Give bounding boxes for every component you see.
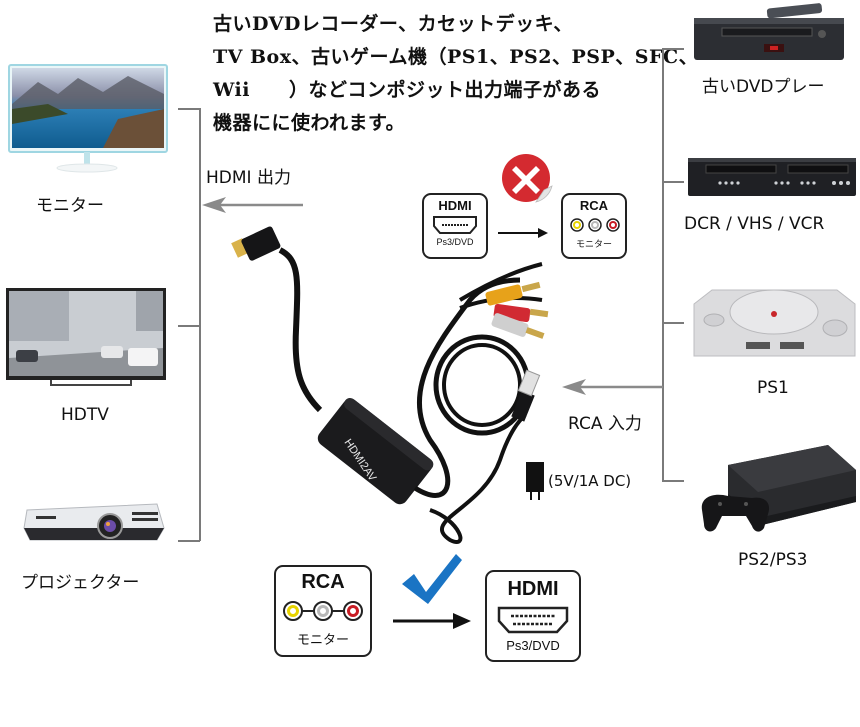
input-connector-line xyxy=(662,480,684,482)
hdmi-port-icon xyxy=(433,216,477,234)
rca-jacks-icon xyxy=(570,218,620,232)
ps3-console-icon xyxy=(701,445,856,532)
rca-box-title: RCA xyxy=(579,198,609,213)
hdtv-icon xyxy=(6,288,166,386)
hdmi-box-subtitle: Ps3/DVD xyxy=(436,237,474,247)
rca-box-title: RCA xyxy=(301,571,345,593)
description-line: Wii ）などコンポジット出力端子がある xyxy=(213,79,601,101)
output-connector-line xyxy=(178,325,200,327)
projector-icon xyxy=(23,503,165,541)
output-connector-line xyxy=(178,108,200,110)
right-arrow-icon xyxy=(498,228,548,238)
rca-box-subtitle: モニター xyxy=(575,240,612,250)
hdmi-box-title: HDMI xyxy=(438,198,472,213)
output-device-label: モニター xyxy=(36,196,104,216)
hdmi-source-box: HDMI Ps3/DVD xyxy=(422,193,488,259)
input-device-label: PS1 xyxy=(757,378,789,398)
hdmi-box-title: HDMI xyxy=(507,578,559,600)
rca-jacks-icon xyxy=(283,601,363,621)
output-bracket-line xyxy=(199,108,201,541)
converter-box xyxy=(317,398,433,505)
power-spec-label: (5V/1A DC) xyxy=(548,472,632,490)
description-line: TV Box、古いゲーム機（PS1、PS2、PSP、SFC、 xyxy=(213,46,699,68)
input-connector-line xyxy=(662,48,684,50)
input-device-label: PS2/PS3 xyxy=(738,550,808,570)
output-device-label: HDTV xyxy=(61,405,109,425)
input-device-label: 古いDVDプレー xyxy=(702,77,825,97)
rca-target-box: RCA モニター xyxy=(561,193,627,259)
usb-plug-icon xyxy=(511,390,535,422)
monitor-icon xyxy=(8,64,168,173)
cross-icon xyxy=(502,154,553,203)
rca-plug-yellow-icon xyxy=(485,284,523,306)
description-line: 機器にに使われます。 xyxy=(213,112,406,134)
input-bracket-line xyxy=(662,48,664,482)
description-text: 古いDVDレコーダー、カセットデッキ、 TV Box、古いゲーム機（PS1、PS… xyxy=(213,8,699,140)
left-arrow-icon xyxy=(562,379,663,395)
ps1-console-icon xyxy=(693,289,856,357)
left-arrow-icon xyxy=(202,197,303,213)
dvd-player-icon xyxy=(694,3,844,60)
power-adapter-icon xyxy=(526,462,544,500)
rca-input-label: RCA 入力 xyxy=(568,414,642,434)
hdmi-output-label: HDMI 出力 xyxy=(206,168,291,188)
input-connector-line xyxy=(662,181,684,183)
rca-source-box: RCA モニター xyxy=(274,565,372,657)
hdmi-plug-icon xyxy=(231,238,249,258)
rca-box-subtitle: モニター xyxy=(296,633,349,648)
hdmi-target-box: HDMI Ps3/DVD xyxy=(485,570,581,662)
input-device-label: DCR / VHS / VCR xyxy=(684,214,825,234)
output-connector-line xyxy=(178,540,200,542)
right-arrow-icon xyxy=(393,613,471,629)
vcr-icon xyxy=(688,158,856,196)
hdmi-port-icon xyxy=(497,606,569,634)
hdmi-box-subtitle: Ps3/DVD xyxy=(506,638,560,653)
rca-plug-white-icon xyxy=(491,313,529,337)
output-device-label: プロジェクター xyxy=(21,573,140,593)
hdmi2av-converter-cable: HDMI2AV xyxy=(231,226,549,544)
check-icon xyxy=(402,554,462,604)
description-line: 古いDVDレコーダー、カセットデッキ、 xyxy=(213,13,573,35)
input-connector-line xyxy=(662,322,684,324)
